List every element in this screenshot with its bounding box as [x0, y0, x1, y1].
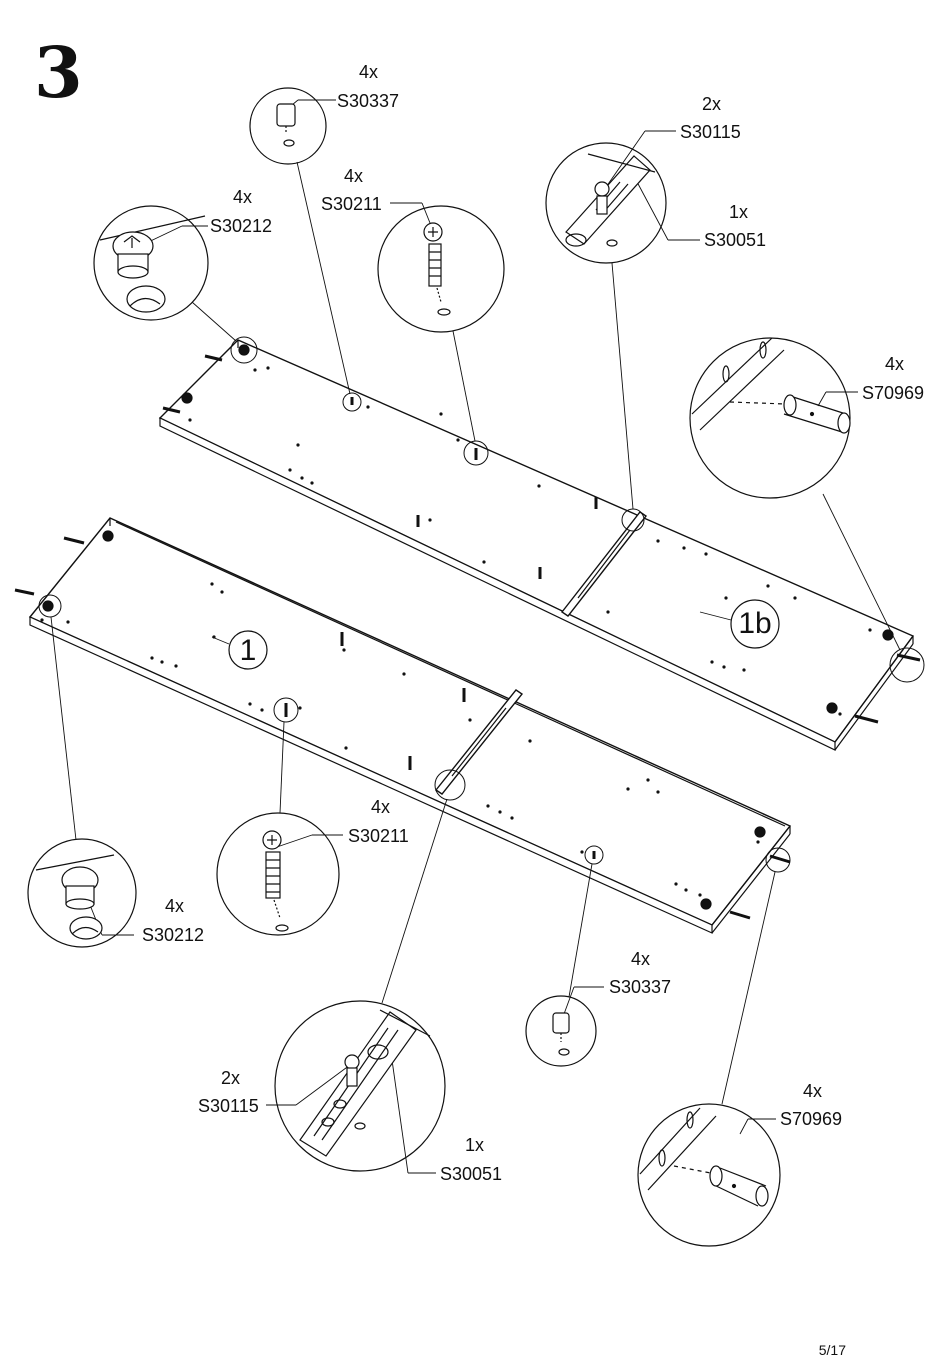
screw-dowel-top-code: S30211	[321, 194, 382, 214]
rail-top-qty: 1x	[729, 202, 749, 222]
cam-detail-bottom	[35, 854, 115, 940]
panel-label-1: 1	[239, 634, 257, 667]
rail-bottom-code: S30051	[440, 1164, 503, 1184]
panel-1b-board	[158, 339, 921, 751]
rail-top-code: S30051	[704, 230, 767, 250]
detail-circles	[27, 87, 851, 1247]
screw-dowel-bottom-code: S30211	[348, 826, 409, 846]
step-number: 3	[34, 31, 83, 114]
panel-1-board	[14, 517, 792, 934]
wood-dowel-top-code: S70969	[862, 383, 925, 403]
wood-dowel-detail-top	[691, 337, 851, 434]
rail-bottom-qty: 1x	[465, 1135, 485, 1155]
rail-detail-bottom	[299, 1009, 431, 1157]
cam-bottom-code: S30212	[142, 925, 205, 945]
rail-screw-top-code: S30115	[680, 122, 741, 142]
rail-screw-top-qty: 2x	[702, 94, 722, 114]
dowel-bottom-code: S30337	[609, 977, 672, 997]
panel-1b-label-circle	[730, 599, 780, 649]
wood-dowel-top-qty: 4x	[885, 354, 905, 374]
dowel-detail-bottom	[552, 1012, 570, 1056]
panel-label-1b: 1b	[738, 607, 772, 640]
screw-dowel-detail-top	[423, 222, 451, 316]
screw-dowel-top-qty: 4x	[344, 166, 364, 186]
wood-dowel-bottom-code: S70969	[780, 1109, 843, 1129]
rail-detail-top	[565, 153, 656, 247]
location-markers	[38, 336, 925, 873]
dowel-bottom-qty: 4x	[631, 949, 651, 969]
leader-lines	[50, 161, 901, 1105]
wood-dowel-detail-bottom	[639, 1107, 769, 1207]
cam-top-code: S30212	[210, 216, 273, 236]
rail-screw-bottom-code: S30115	[198, 1096, 259, 1116]
page-number: 5/17	[818, 1342, 846, 1358]
rail-screw-bottom-qty: 2x	[221, 1068, 241, 1088]
cam-top-qty: 4x	[233, 187, 253, 207]
panel-1-label-circle	[228, 630, 268, 670]
cam-bottom-qty: 4x	[165, 896, 185, 916]
dowel-top-qty: 4x	[359, 62, 379, 82]
screw-dowel-bottom-qty: 4x	[371, 797, 391, 817]
dowel-top-code: S30337	[337, 91, 400, 111]
dowel-detail-top	[276, 103, 296, 147]
cam-detail-top	[99, 215, 206, 313]
wood-dowel-bottom-qty: 4x	[803, 1081, 823, 1101]
screw-dowel-detail-bottom	[262, 830, 289, 932]
